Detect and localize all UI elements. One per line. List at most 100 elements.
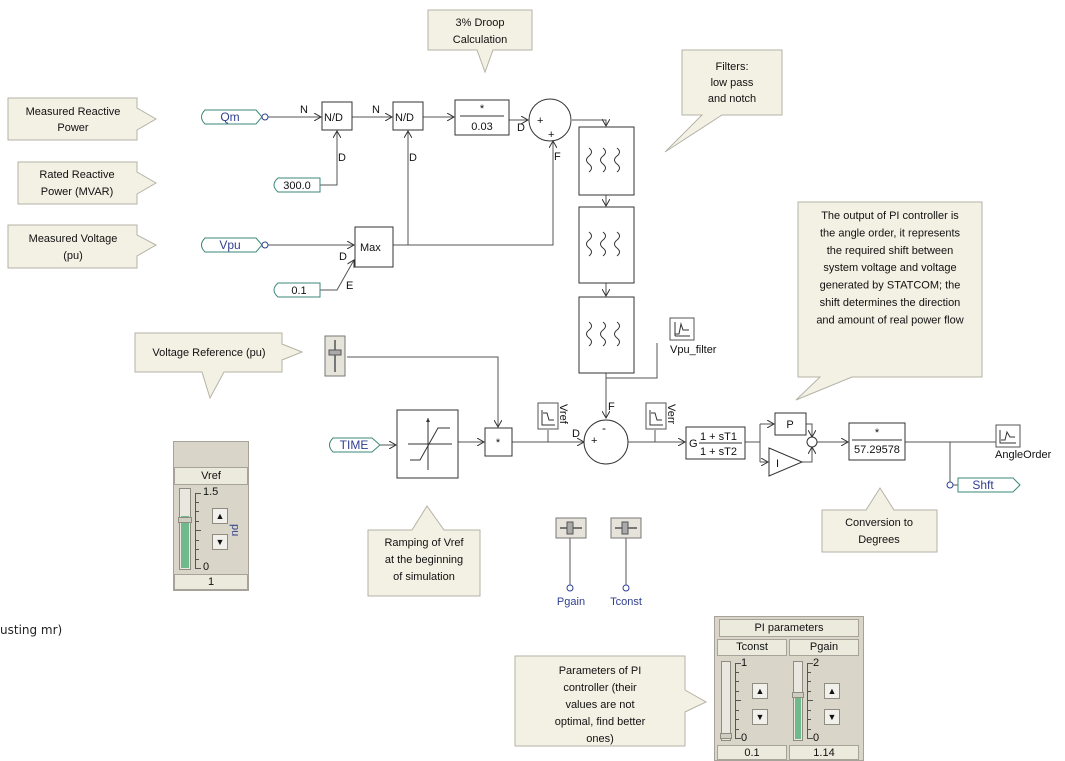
- port-d-2: D: [409, 152, 417, 164]
- port-n-1: N: [300, 104, 308, 116]
- tconst-slider-track[interactable]: [720, 661, 732, 741]
- tconst-down-button[interactable]: ▼: [752, 709, 768, 725]
- divider-block-2[interactable]: N/D: [392, 101, 424, 131]
- summer-2-plus: +: [591, 435, 597, 447]
- port-d-summer2: D: [572, 428, 580, 440]
- vref-slider-fill: [181, 516, 189, 568]
- tconst-up-button[interactable]: ▲: [752, 683, 768, 699]
- meter-vref[interactable]: [537, 402, 559, 430]
- signal-time[interactable]: TIME: [329, 437, 381, 453]
- pi-p-block[interactable]: P: [774, 412, 807, 436]
- summer-2-minus: -: [602, 421, 606, 435]
- const-min-v-label: 0.1: [291, 285, 306, 297]
- signal-shft[interactable]: Shft: [946, 477, 1021, 493]
- port-d-summer1: D: [517, 122, 525, 134]
- max-block[interactable]: Max: [354, 226, 394, 268]
- signal-qm[interactable]: Qm: [201, 109, 269, 125]
- filter-block-1[interactable]: [578, 126, 635, 196]
- lead-lag-gain: G: [689, 438, 698, 450]
- tconst-max-label: 1: [741, 657, 748, 669]
- droop-gain-value: 0.03: [471, 121, 492, 133]
- callout-text-measured-voltage: Measured Voltage(pu): [29, 233, 118, 262]
- multiplier-block[interactable]: *: [484, 427, 513, 457]
- pi-params-title: PI parameters: [719, 619, 859, 637]
- pgain-col-header: Pgain: [789, 639, 859, 656]
- tconst-min-label: 0: [741, 732, 748, 744]
- summer-2[interactable]: + -: [583, 419, 629, 465]
- vref-min-label: 0: [203, 561, 210, 573]
- pgain-max-label: 2: [813, 657, 820, 669]
- pgain-up-button[interactable]: ▲: [824, 683, 840, 699]
- vref-panel-title: Vref: [174, 467, 248, 485]
- meter-verr[interactable]: [645, 402, 667, 430]
- pi-i-block[interactable]: I: [768, 447, 804, 477]
- filter-block-2[interactable]: [578, 206, 635, 284]
- const-min-v[interactable]: 0.1: [273, 282, 321, 298]
- summer-1-plus-d: +: [537, 115, 543, 127]
- divider-2-label: N/D: [395, 112, 414, 124]
- vref-slider-icon[interactable]: [324, 335, 346, 377]
- pgain-slider-icon[interactable]: [555, 517, 587, 592]
- droop-gain-block[interactable]: * 0.03: [454, 99, 510, 136]
- pgain-down-button[interactable]: ▼: [824, 709, 840, 725]
- callout-text-voltage-reference: Voltage Reference (pu): [152, 347, 265, 359]
- vref-scale: [195, 493, 201, 569]
- tconst-value: 0.1: [717, 745, 787, 760]
- meter-vpu-filter[interactable]: [669, 317, 695, 341]
- meter-angle-order[interactable]: [995, 424, 1021, 448]
- vref-slider-thumb[interactable]: [178, 517, 192, 523]
- multiplier-symbol: *: [496, 437, 501, 449]
- pi-p-label: P: [786, 419, 793, 431]
- port-e-max: E: [346, 280, 353, 292]
- meter-vref-label: Vref: [557, 404, 569, 425]
- tconst-col-header: Tconst: [717, 639, 787, 656]
- lead-lag-block[interactable]: G 1 + sT1 1 + sT2: [685, 426, 746, 460]
- meter-angle-order-label: AngleOrder: [995, 449, 1052, 461]
- tconst-slider-thumb[interactable]: [720, 733, 732, 739]
- cropped-edge-text: usting mr): [0, 623, 63, 637]
- vref-panel: Vref 1.5 0 ▲ ▼ pu 1: [173, 441, 249, 591]
- pgain-value: 1.14: [789, 745, 859, 760]
- lead-lag-den: 1 + sT2: [700, 446, 737, 458]
- port-f-summer1: F: [554, 151, 561, 163]
- vref-up-button[interactable]: ▲: [212, 508, 228, 524]
- divider-1-label: N/D: [324, 112, 343, 124]
- ramp-block[interactable]: [396, 409, 459, 479]
- pi-params-panel: PI parameters Tconst Pgain 1 0 ▲ ▼ 0.1 2…: [714, 616, 864, 761]
- tconst-slider-icon[interactable]: [610, 517, 642, 592]
- const-rated-q[interactable]: 300.0: [273, 177, 321, 193]
- pgain-scale: [807, 663, 813, 739]
- vref-unit: pu: [229, 524, 241, 537]
- rad2deg-mult: *: [875, 427, 880, 439]
- divider-block-1[interactable]: N/D: [321, 101, 353, 131]
- wires: [268, 117, 1001, 585]
- pgain-slider-fill: [795, 695, 801, 739]
- pgain-slider-track[interactable]: [792, 661, 804, 741]
- rad2deg-block[interactable]: * 57.29578: [848, 422, 906, 461]
- signal-qm-label: Qm: [220, 110, 239, 124]
- vref-down-button[interactable]: ▼: [212, 534, 228, 550]
- signal-vpu[interactable]: Vpu: [201, 237, 269, 253]
- filter-block-3[interactable]: [578, 296, 635, 374]
- vref-slider-track[interactable]: [178, 488, 192, 570]
- callout-voltage-reference: Voltage Reference (pu): [134, 332, 304, 400]
- max-label: Max: [360, 242, 381, 254]
- pi-i-label: I: [776, 458, 779, 470]
- summer-1[interactable]: + +: [528, 98, 572, 142]
- pgain-slider-thumb[interactable]: [792, 692, 804, 698]
